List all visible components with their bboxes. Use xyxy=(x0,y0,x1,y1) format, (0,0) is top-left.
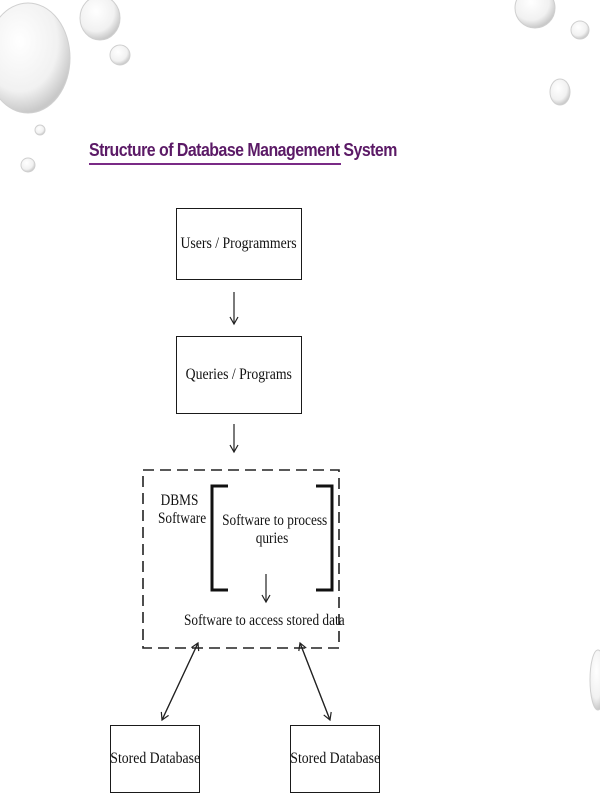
users-programmers-label: Users / Programmers xyxy=(180,235,298,252)
water-drop-shapes xyxy=(0,0,600,711)
stored-database-left-label: Stored Database xyxy=(110,750,200,767)
process-queries-label: Software to process quries xyxy=(214,512,330,548)
dbms-label-line2: Software xyxy=(158,510,207,527)
users-programmers-box: Users / Programmers xyxy=(176,208,302,280)
stored-database-box-left: Stored Database xyxy=(110,725,200,793)
title-underline xyxy=(89,163,341,165)
process-label-line1: Software to process xyxy=(222,512,328,529)
dbms-label-line1: DBMS xyxy=(160,492,199,509)
queries-programs-label: Queries / Programs xyxy=(185,366,293,383)
stored-database-box-right: Stored Database xyxy=(290,725,380,793)
arrow-right-db-to-dbms xyxy=(298,641,331,721)
arrow-left-db-to-dbms xyxy=(161,641,200,721)
access-stored-data-label: Software to access stored data xyxy=(184,612,345,629)
dbms-label: DBMS Software xyxy=(158,492,207,528)
right-bracket xyxy=(316,484,334,592)
queries-programs-box: Queries / Programs xyxy=(176,336,302,414)
process-label-line2: quries xyxy=(255,530,289,547)
stored-database-right-label: Stored Database xyxy=(290,750,380,767)
page-title: Structure of Database Management System xyxy=(89,139,397,160)
left-bracket xyxy=(210,484,228,592)
